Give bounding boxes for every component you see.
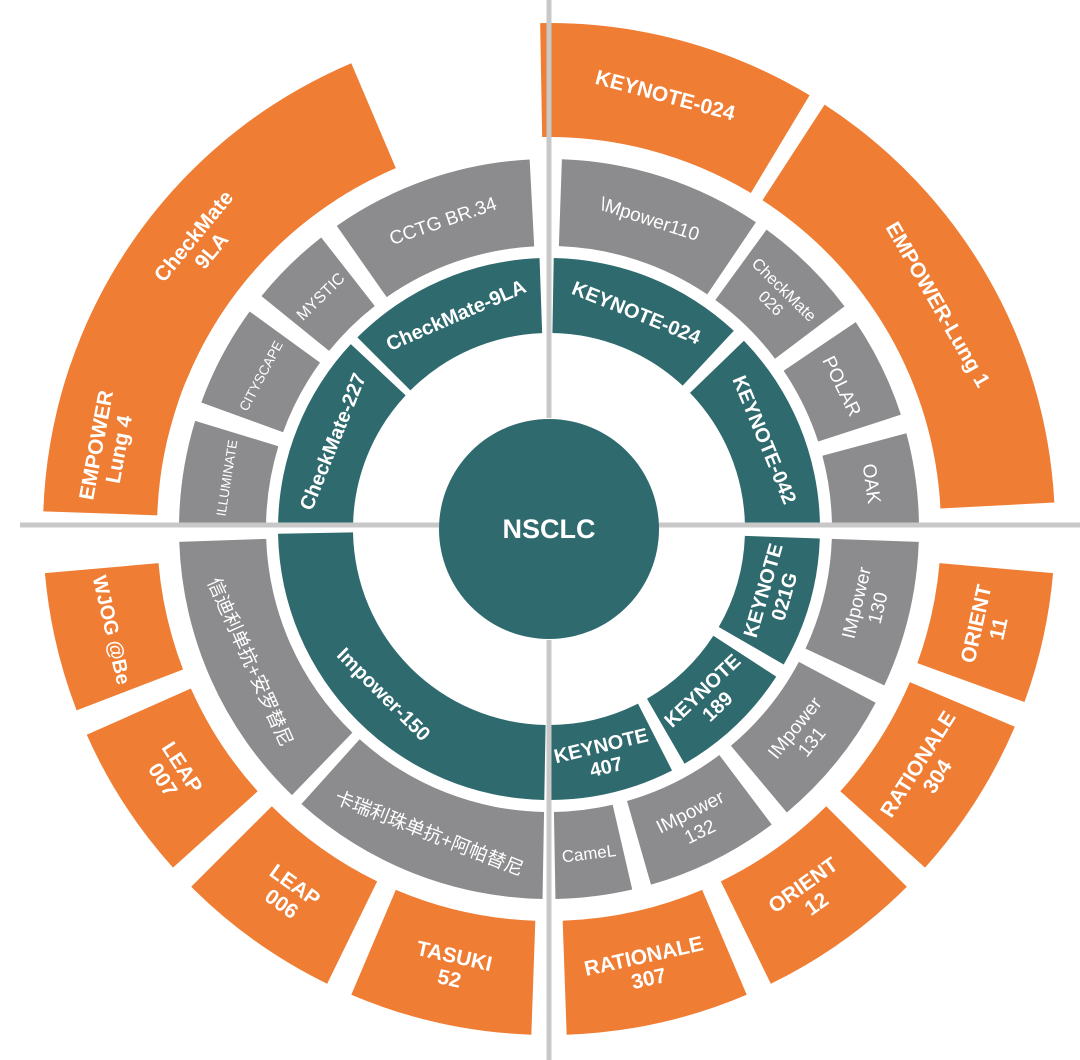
middle-segment-illuminate-shape <box>179 420 279 525</box>
inner-segment-keynote-189-shape <box>647 635 777 764</box>
middle-segment-illuminate: ILLUMINATE <box>179 420 279 525</box>
outer-segment-empower-lung-1-shape <box>762 104 1055 509</box>
outer-segment-wjog-be: WJOG @Be <box>44 563 184 711</box>
quadrant-dividers <box>20 0 1080 1060</box>
middle-segment-mpower110-shape <box>558 159 756 295</box>
outer-segment-leap-006-shape <box>191 806 378 984</box>
middle-segment-oak-shape <box>822 433 919 525</box>
outer-segment-orient-11-shape <box>917 563 1054 703</box>
middle-segment-polar-shape <box>783 322 901 442</box>
middle-segment-impower-132-shape <box>627 755 772 885</box>
middle-segment-cityscape: CITYSCAPE <box>201 311 321 433</box>
middle-segment-cctg-br-34-shape <box>336 159 535 298</box>
outer-segment-checkmate-9la-shape <box>79 104 336 383</box>
inner-segment-keynote-407-shape <box>549 703 673 800</box>
outer-segment-rationale-307: RATIONALE307 <box>562 889 747 1035</box>
middle-segment-impower-130-shape <box>805 538 919 686</box>
outer-segment-tasuki-52: TASUKI52 <box>351 889 536 1035</box>
center-label: NSCLC <box>503 514 596 544</box>
outer-segment-checkmate-9la: CheckMate9LA <box>79 104 336 383</box>
outer-segment-wjog-be-shape <box>44 563 184 711</box>
inner-segment-impower-150-shape <box>278 532 546 800</box>
middle-segment-segment-shape <box>179 538 353 796</box>
inner-segment-keynote-042-shape <box>689 340 820 526</box>
middle-segment-checkmate-026-shape <box>715 229 845 359</box>
middle-segment-segment-shape <box>301 739 545 899</box>
middle-segment-polar: POLAR <box>783 322 901 442</box>
outer-segment-tasuki-52-shape <box>351 889 536 1035</box>
middle-segment-mystic-shape <box>261 237 375 351</box>
middle-segment-camel-shape <box>553 804 633 899</box>
inner-segment-keynote-021g-shape <box>718 535 820 665</box>
inner-segment-checkmate-9la-shape <box>357 258 543 391</box>
inner-segment-keynote-407: KEYNOTE407 <box>549 703 673 800</box>
middle-segment-oak: OAK <box>822 433 919 525</box>
outer-segment-orient-12-shape <box>720 806 907 984</box>
middle-segment-camel: CameL <box>553 804 633 899</box>
inner-segment-keynote-021g: KEYNOTE021G <box>718 535 820 665</box>
outer-segment-leap-007-shape <box>86 688 258 868</box>
center-circle <box>439 419 659 639</box>
middle-segment-impower-131-shape <box>730 661 876 813</box>
outer-segment-rationale-307-shape <box>562 889 747 1035</box>
middle-segment-impower-130: IMpower130 <box>805 538 919 686</box>
outer-segment-empower-lung-4-shape <box>43 364 179 516</box>
outer-segment-rationale-304-shape <box>840 682 1015 868</box>
outer-segment-orient-11: ORIENT11 <box>917 563 1054 703</box>
inner-segment-checkmate-227-shape <box>278 344 406 526</box>
outer-segment-keynote-024-shape <box>540 23 810 193</box>
middle-segment-cityscape-shape <box>201 311 321 433</box>
inner-segment-keynote-024-shape <box>552 258 734 386</box>
